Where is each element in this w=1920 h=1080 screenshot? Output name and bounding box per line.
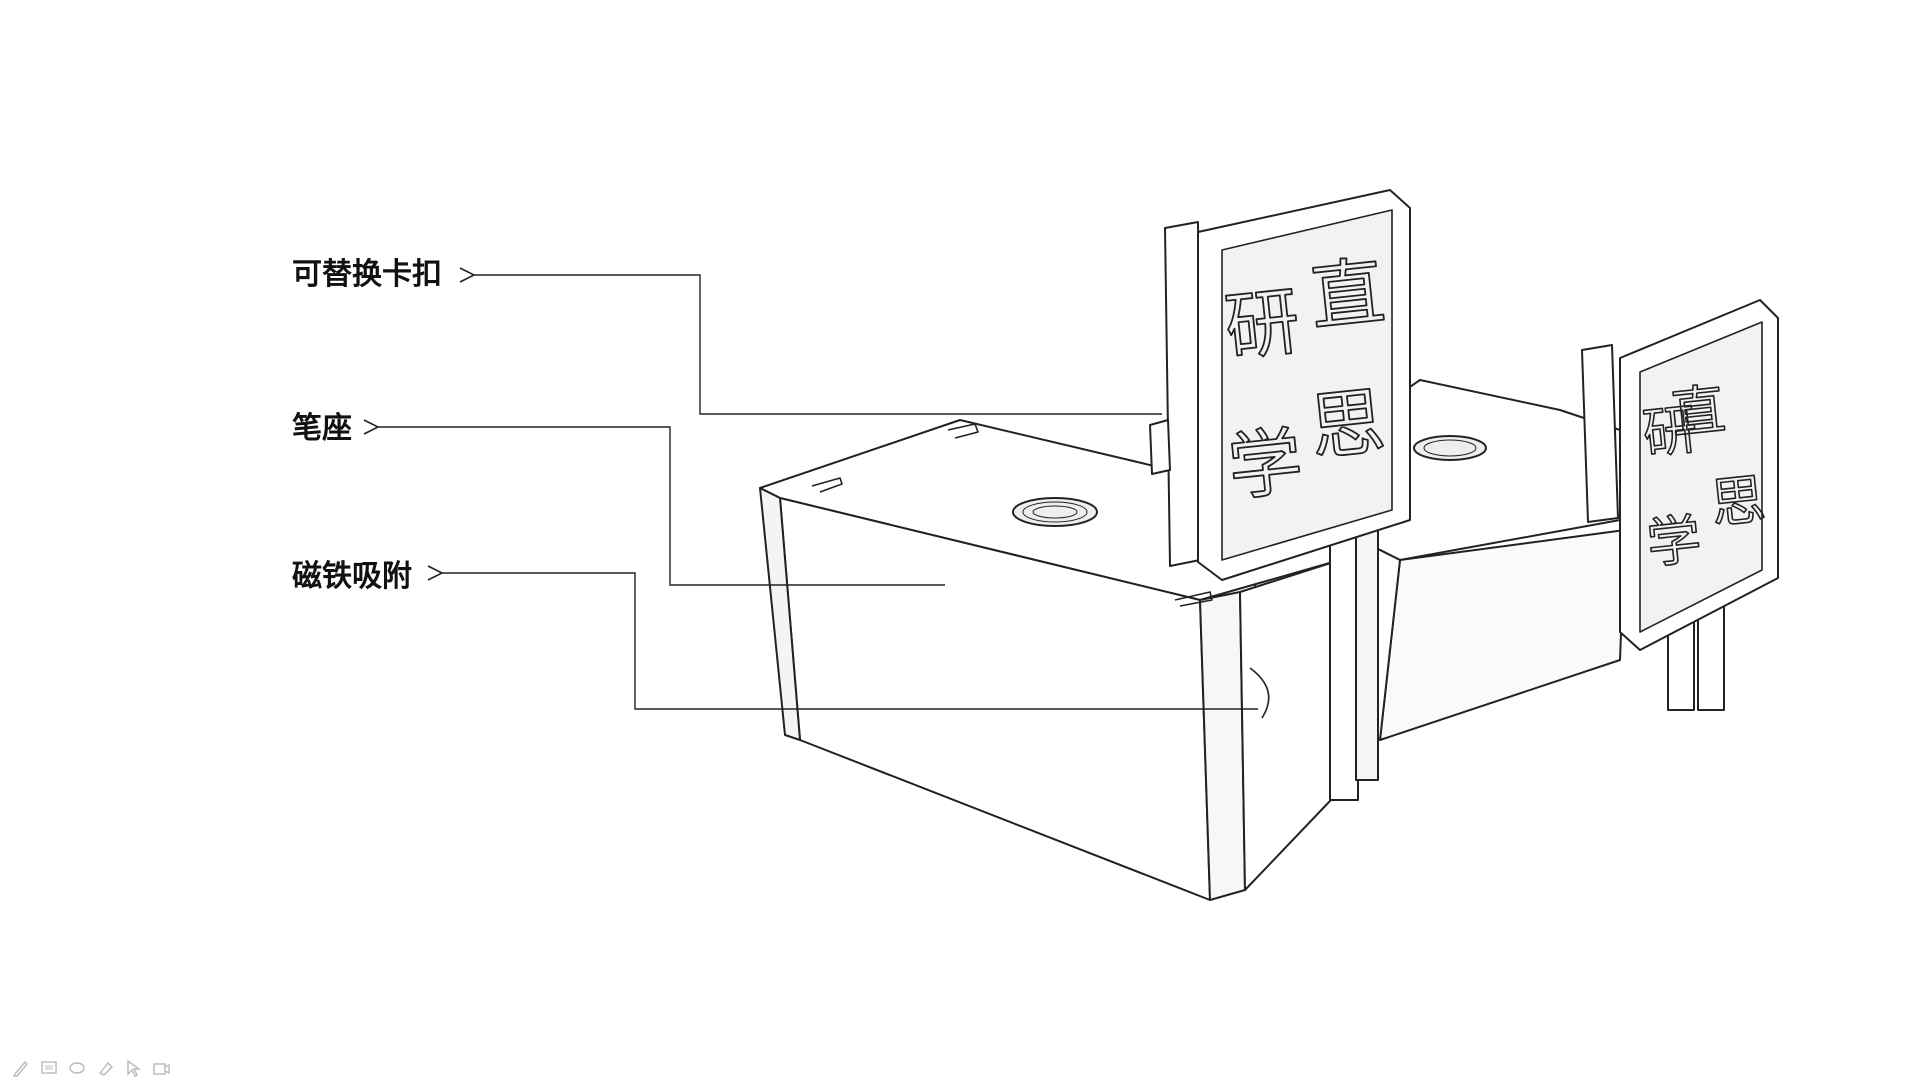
seal-char: 思	[1306, 379, 1389, 472]
leader-lines	[378, 275, 1258, 710]
leader-line-pen-holder	[378, 427, 945, 586]
camera-icon[interactable]	[150, 1058, 172, 1078]
seal-char: 学	[1224, 419, 1307, 512]
pointer-icon[interactable]	[122, 1058, 144, 1078]
seal-char: 研	[1640, 397, 1700, 465]
front-seal-plate: 直 思 研 学	[1197, 189, 1411, 581]
rear-seal-plate: 直 思 研 学	[1619, 299, 1779, 651]
pen-icon[interactable]	[10, 1058, 32, 1078]
seal-char: 直	[1306, 249, 1389, 342]
callout-replaceable-clip: 可替换卡扣	[292, 257, 442, 292]
screen-icon[interactable]	[38, 1058, 60, 1078]
eraser-icon[interactable]	[66, 1058, 88, 1078]
seal-char: 研	[1221, 279, 1304, 372]
seal-char: 学	[1644, 507, 1704, 575]
seal-char: 思	[1708, 467, 1768, 535]
presentation-toolbar	[10, 1058, 172, 1078]
callout-magnet: 磁铁吸附	[292, 559, 412, 594]
callout-pen-holder: 笔座	[292, 411, 352, 446]
highlighter-icon[interactable]	[94, 1058, 116, 1078]
leader-line-magnet	[442, 573, 1258, 710]
leader-line-clip	[474, 275, 1162, 415]
front-unit: 直 思 研 学	[759, 189, 1411, 901]
seal-char: 直	[1668, 377, 1728, 445]
